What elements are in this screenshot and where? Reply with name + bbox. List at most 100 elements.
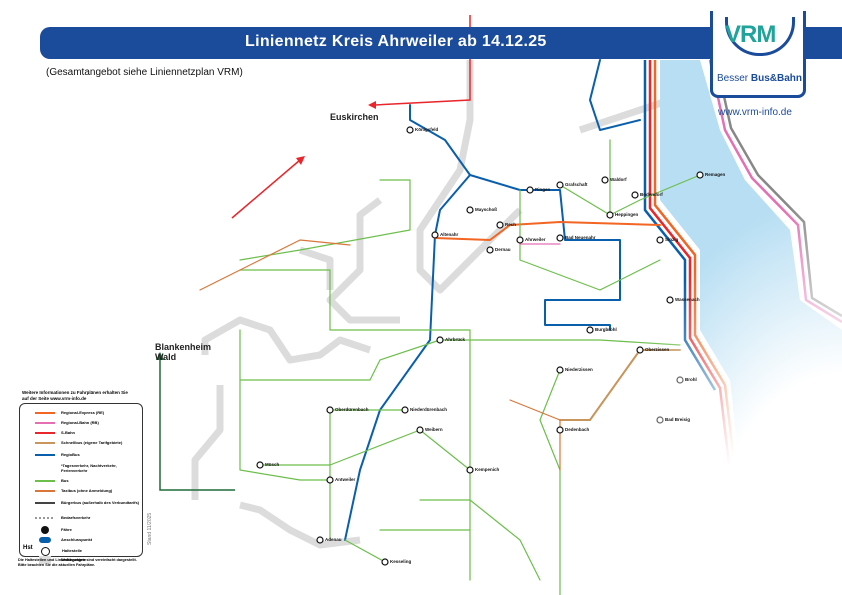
station-marker[interactable] — [466, 466, 474, 474]
legend-swatch-icon — [35, 432, 55, 435]
slogan-bold: Bus&Bahn — [750, 73, 803, 84]
legend-label: Bürgerbus (außerhalb des Verbundtarifs) — [61, 500, 140, 505]
station-label: Kesseling — [390, 559, 412, 564]
legend-item: S-Bahn — [20, 430, 142, 436]
legend-label: Wohngebiete — [61, 556, 87, 562]
legend-label: Bedarfsverkehr — [61, 515, 91, 520]
station-marker[interactable] — [326, 406, 334, 414]
station-label: Dernau — [495, 247, 511, 252]
station-label: Bodendorf — [640, 192, 663, 197]
station-label: Ringen — [535, 187, 551, 192]
legend-swatch-icon — [35, 517, 55, 520]
station-marker[interactable] — [416, 426, 424, 434]
station-label: Bad Breisig — [665, 417, 691, 422]
legend-note: Die Haltestellen und Linienführungen sin… — [18, 558, 137, 567]
station-label: Ahrbrück — [445, 337, 466, 342]
logo-brand: VRM — [725, 21, 776, 48]
legend-item: *Tagesverkehr, Nachtverkehr, Ferienverke… — [20, 463, 142, 473]
station-marker[interactable] — [516, 236, 524, 244]
station-label: Heppingen — [615, 212, 639, 217]
station-label: Altenahr — [440, 232, 459, 237]
bus-line — [344, 499, 541, 581]
station-marker[interactable] — [486, 246, 494, 254]
legend-item: Schnellbus (eigene Tarifgebiete) — [20, 440, 142, 446]
legend-item: Anschlusspunkt — [20, 537, 142, 543]
station-label: Kempenich — [475, 467, 500, 472]
station-marker[interactable] — [256, 461, 264, 469]
station-label: Brohl — [685, 377, 697, 382]
station-label: Remagen — [705, 172, 726, 177]
legend-label: Bus — [61, 478, 69, 483]
bus-line — [259, 409, 471, 481]
destination-blankenheim: Blankenheim Wald — [155, 342, 212, 362]
station-marker[interactable] — [406, 126, 414, 134]
station-label: Ahrweiler — [525, 237, 546, 242]
website-link[interactable]: www.vrm-info.de — [718, 107, 792, 118]
legend-label: Haltestelle — [62, 548, 83, 554]
legend-swatch-icon — [39, 537, 51, 543]
title-banner: Liniennetz Kreis Ahrweiler ab 14.12.25 — [40, 27, 842, 59]
station-label: Adenau — [325, 537, 342, 542]
station-label: Antweiler — [335, 477, 356, 482]
bus-line — [239, 179, 411, 261]
destination-euskirchen: Euskirchen — [330, 112, 379, 122]
arrow-head-icon — [156, 352, 164, 360]
station-marker[interactable] — [316, 536, 324, 544]
legend-item: Bus — [20, 478, 142, 484]
subtitle: (Gesamtangebot siehe Liniennetzplan VRM) — [46, 67, 243, 78]
legend-item: Bürgerbus (außerhalb des Verbundtarifs) — [20, 500, 142, 506]
station-marker[interactable] — [436, 336, 444, 344]
legend-label: Schnellbus (eigene Tarifgebiete) — [61, 440, 123, 445]
station-marker[interactable] — [496, 221, 504, 229]
station-marker[interactable] — [326, 476, 334, 484]
station-marker[interactable] — [401, 406, 409, 414]
station-label: Rech — [505, 222, 517, 227]
bus-line — [589, 59, 641, 131]
vrm-logo: VRM Besser Bus&Bahn — [710, 11, 806, 98]
station-label: Bad Neuenahr — [565, 235, 596, 240]
station-label: Waldorf — [610, 177, 627, 182]
legend-item: Fähre — [20, 526, 142, 534]
station-label: Niederdürenbach — [410, 407, 448, 412]
bottom-right-fade — [560, 150, 842, 595]
legend-label: Fähre — [61, 526, 72, 532]
station-label: Oberzissen — [645, 347, 670, 352]
bus-line — [539, 369, 561, 595]
station-label: Grafschaft — [565, 182, 588, 187]
legend-item: Bedarfsverkehr — [20, 515, 142, 521]
station-label: Dedenbach — [565, 427, 590, 432]
legend-item: Haltestelle — [20, 547, 142, 556]
slogan-prefix: Besser — [717, 73, 751, 84]
legend-label: RegioBus — [61, 452, 80, 457]
legend-swatch-icon — [35, 422, 55, 425]
red-line-northeast — [231, 159, 301, 219]
legend: Regional-Express (RE)Regional-Bahn (RB)S… — [19, 403, 143, 564]
station-label: Müsch — [265, 462, 280, 467]
bus-line — [344, 104, 471, 541]
station-marker[interactable] — [431, 231, 439, 239]
station-label: Weibern — [425, 427, 443, 432]
station-marker[interactable] — [381, 558, 389, 566]
station-label: Mayschoß — [475, 207, 498, 212]
station-label: Wassenach — [675, 297, 700, 302]
station-label: Oberdürenbach — [335, 407, 369, 412]
logo-slogan: Besser Bus&Bahn — [717, 73, 802, 84]
hst-label: Hst — [23, 545, 33, 551]
legend-label: Regional-Bahn (RB) — [61, 420, 99, 425]
legend-label: Anschlusspunkt — [61, 536, 93, 542]
legend-swatch-icon — [35, 480, 55, 483]
legend-item: Taxibus (ohne Anmeldung) — [20, 488, 142, 494]
legend-swatch-icon — [35, 468, 55, 470]
station-label: Niederzissen — [565, 367, 593, 372]
arrow-head-icon — [296, 156, 305, 165]
arrow-head-icon — [368, 101, 376, 109]
legend-item: Wohngebiete — [20, 556, 142, 564]
station-marker[interactable] — [526, 186, 534, 194]
legend-swatch-icon — [35, 454, 55, 457]
legend-swatch-icon — [35, 442, 55, 445]
legend-swatch-icon — [35, 490, 55, 493]
bus-line — [239, 329, 331, 541]
station-marker[interactable] — [466, 206, 474, 214]
legend-swatch-icon — [35, 502, 55, 505]
